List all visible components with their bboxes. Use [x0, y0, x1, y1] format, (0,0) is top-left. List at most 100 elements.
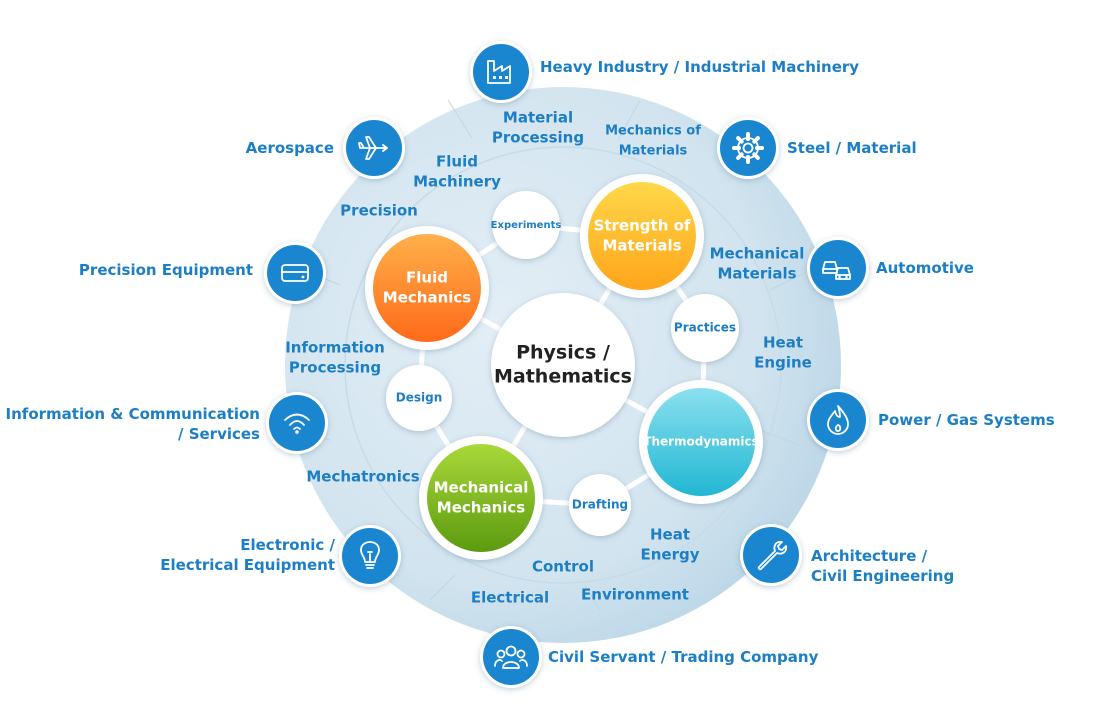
- field-mechanical-materials-line: Materials: [717, 265, 796, 283]
- industry-civil-servant-label-line: Civil Servant / Trading Company: [548, 648, 819, 666]
- field-material-processing-line: Material: [503, 109, 573, 127]
- industry-power-gas-label-line: Power / Gas Systems: [878, 411, 1055, 429]
- industry-electronic-equipment-label-line: Electrical Equipment: [160, 556, 335, 574]
- core-subject-strength-label-line: Strength of: [594, 217, 691, 235]
- industry-precision-equipment-label: Precision Equipment: [79, 260, 253, 280]
- divider-line: [769, 269, 811, 291]
- link-node-drafting-label: Drafting: [572, 498, 628, 512]
- industry-ict-services-label-line: Information & Communication: [5, 405, 260, 423]
- field-material-processing-line: Processing: [492, 129, 584, 147]
- industry-electronic-equipment-label-line: Electronic /: [240, 536, 335, 554]
- field-heat-engine-line: Heat: [763, 334, 803, 352]
- wrench-icon: [757, 540, 788, 571]
- industry-power-gas-label: Power / Gas Systems: [878, 410, 1055, 430]
- industry-automotive-label: Automotive: [876, 258, 974, 278]
- field-mechanical-materials-line: Mechanical: [710, 245, 805, 263]
- industry-electronic-equipment-label: Electronic / Electrical Equipment: [160, 535, 335, 575]
- divider-line: [584, 584, 601, 611]
- field-control-line: Control: [532, 558, 594, 576]
- link-node-drafting: [569, 474, 631, 536]
- core-subject-fluid: [373, 234, 481, 342]
- industry-steel-material-badge: [720, 120, 776, 176]
- industry-precision-equipment-label-line: Precision Equipment: [78, 261, 253, 279]
- core-subject-mechanical-label-line: Mechanics: [437, 499, 526, 517]
- industry-civil-servant-label: Civil Servant / Trading Company: [548, 647, 818, 667]
- field-mechanics-of-materials-line: Materials: [619, 144, 688, 159]
- industry-heavy-industry-label-line: Heavy Industry / Industrial Machinery: [540, 58, 860, 76]
- link-node-practices: [671, 294, 739, 362]
- divider-line: [617, 99, 641, 141]
- flame-icon: [827, 405, 849, 435]
- industry-steel-material-label-line: Steel / Material: [787, 139, 917, 157]
- industry-architecture-label-line: Architecture /: [811, 547, 928, 565]
- core-subject-fluid-label-line: Fluid: [406, 269, 448, 287]
- field-electrical-line: Electrical: [471, 589, 549, 607]
- field-mechanics-of-materials-line: Mechanics of: [605, 124, 701, 139]
- core-subject-mechanical-label-line: Mechanical: [434, 479, 529, 497]
- industry-civil-servant-badge: [483, 629, 539, 685]
- industry-precision-equipment-badge: [267, 245, 323, 301]
- center-hub-label-line: Mathematics: [494, 366, 632, 388]
- field-environment-line: Environment: [581, 586, 689, 604]
- field-information-processing-line: Processing: [289, 359, 381, 377]
- industry-aerospace-label: Aerospace: [246, 138, 334, 158]
- field-environment: Environment: [581, 586, 689, 604]
- field-fluid-machinery-line: Fluid: [436, 153, 478, 171]
- core-subject-mechanical: [427, 444, 535, 552]
- center-hub: [491, 293, 635, 437]
- industry-ict-services-label-line: / Services: [178, 425, 260, 443]
- airplane-icon: [358, 136, 388, 160]
- inner-ring: [344, 146, 782, 584]
- field-electrical: Electrical: [471, 589, 549, 607]
- field-heat-energy-line: Energy: [640, 546, 699, 564]
- field-fluid-machinery-line: Machinery: [413, 173, 501, 191]
- center-hub-label: Physics /Mathematics: [494, 342, 632, 388]
- field-control: Control: [532, 558, 594, 576]
- gear-icon: [732, 132, 764, 164]
- industry-architecture-label: Architecture / Civil Engineering: [811, 546, 954, 586]
- link-node-design-label: Design: [396, 391, 443, 405]
- link-node-experiments-label: Experiments: [491, 220, 562, 231]
- industry-architecture-label-line: Civil Engineering: [811, 567, 955, 585]
- industry-ict-services-badge: [269, 395, 325, 451]
- factory-icon: [487, 60, 511, 84]
- core-subject-strength-label: Strength of Materials: [594, 217, 691, 255]
- field-heat-energy-line: Heat: [650, 526, 690, 544]
- field-mechatronics-line: Mechatronics: [306, 468, 419, 486]
- industry-power-gas-badge: [810, 392, 866, 448]
- industry-ict-services-label: Information & Communication / Services: [6, 404, 260, 444]
- cars-icon: [822, 261, 851, 280]
- link-node-design: [386, 365, 452, 431]
- wifi-icon: [284, 413, 310, 434]
- industry-heavy-industry-label: Heavy Industry / Industrial Machinery: [540, 57, 859, 77]
- core-subject-thermo: [647, 388, 755, 496]
- core-subject-thermo-label-line: Thermodynamics: [643, 435, 758, 449]
- divider-line: [447, 99, 473, 139]
- core-subject-thermo-label: Thermodynamics: [643, 435, 758, 449]
- lightbulb-icon: [360, 541, 380, 569]
- link-node-practices-label: Practices: [674, 321, 736, 335]
- field-information-processing-line: Information: [285, 339, 385, 357]
- core-subject-strength: [588, 182, 696, 290]
- industry-automotive-label-line: Automotive: [876, 259, 974, 277]
- core-subject-strength-label-line: Materials: [602, 237, 681, 255]
- core-subject-fluid-label-line: Mechanics: [383, 289, 472, 307]
- field-precision-line: Precision: [340, 202, 418, 220]
- people-icon: [494, 645, 528, 669]
- device-icon: [281, 264, 309, 282]
- field-precision: Precision: [340, 202, 418, 220]
- field-mechatronics: Mechatronics: [306, 468, 419, 486]
- link-node-experiments: [492, 191, 560, 259]
- center-hub-label-line: Physics /: [516, 342, 610, 364]
- industry-heavy-industry-badge: [473, 44, 529, 100]
